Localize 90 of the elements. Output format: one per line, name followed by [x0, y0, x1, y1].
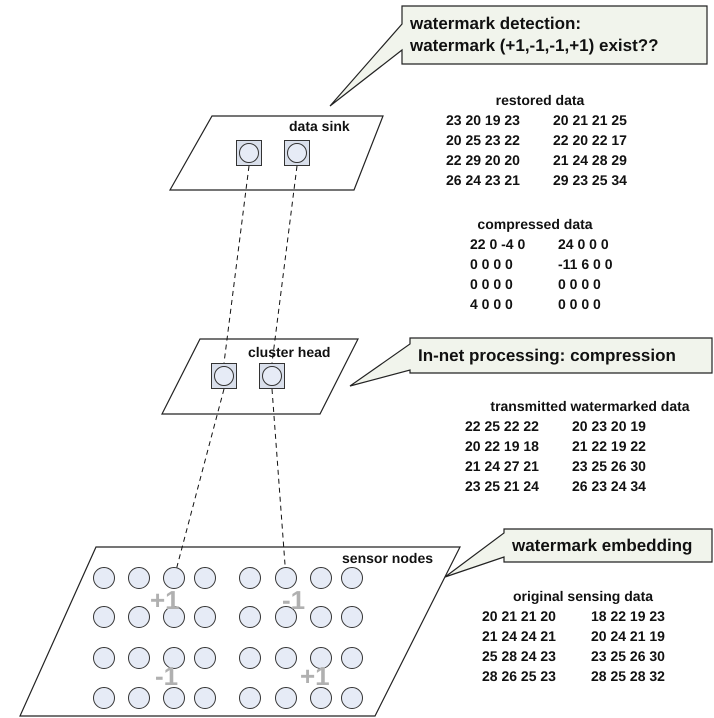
callout-text: watermark (+1,-1,-1,+1) exist?? — [410, 35, 659, 57]
sensor-node — [93, 567, 115, 589]
sensor-node — [128, 567, 150, 589]
data-row: 23 20 19 23 — [446, 112, 520, 128]
callout-text: watermark detection: — [410, 13, 581, 35]
sensor-node — [341, 647, 363, 669]
sensor-node — [128, 606, 150, 628]
data-row: 23 25 26 30 — [591, 648, 665, 664]
dashed-line — [272, 166, 298, 364]
sensor-node — [239, 687, 261, 709]
data-row: 20 23 20 19 — [572, 418, 646, 434]
data-row: 22 25 22 22 — [465, 418, 539, 434]
dashed-line — [224, 166, 250, 364]
sensor-node — [93, 606, 115, 628]
data-row: 18 22 19 23 — [591, 608, 665, 624]
sensor-node — [194, 606, 216, 628]
node-marker — [259, 363, 285, 389]
callout-text: watermark embedding — [512, 534, 692, 556]
sensor-node — [239, 567, 261, 589]
data-row: 25 28 24 23 — [482, 648, 556, 664]
data-row: 0 0 0 0 — [558, 276, 601, 292]
sensor-node — [194, 647, 216, 669]
node-marker — [236, 140, 262, 166]
sensor-node — [194, 687, 216, 709]
sensor-node — [275, 567, 297, 589]
data-row: 21 24 24 21 — [482, 628, 556, 644]
network-plane — [162, 339, 358, 414]
sensor-node — [341, 567, 363, 589]
sensor-node — [128, 687, 150, 709]
sensor-node — [275, 687, 297, 709]
data-row: 24 0 0 0 — [558, 236, 609, 252]
table-heading: compressed data — [477, 216, 593, 232]
data-row: 20 24 21 19 — [591, 628, 665, 644]
data-row: 28 25 28 32 — [591, 668, 665, 684]
data-row: 26 23 24 34 — [572, 478, 646, 494]
sensor-node — [163, 687, 185, 709]
layer-label: data sink — [289, 118, 350, 134]
sensor-node — [128, 647, 150, 669]
data-row: 0 0 0 0 — [470, 276, 513, 292]
data-row: 20 25 23 22 — [446, 132, 520, 148]
data-row: 22 0 -4 0 — [470, 236, 526, 252]
sensor-node — [341, 606, 363, 628]
sensor-node — [341, 687, 363, 709]
sign-mark: +1 — [300, 661, 330, 692]
callout — [445, 529, 712, 577]
data-row: 22 20 22 17 — [553, 132, 627, 148]
sensor-node — [310, 606, 332, 628]
data-row: 20 21 21 25 — [553, 112, 627, 128]
sensor-node — [194, 567, 216, 589]
sign-mark: -1 — [155, 661, 178, 692]
data-row: -11 6 0 0 — [558, 256, 612, 272]
sensor-node — [163, 567, 185, 589]
data-row: 21 22 19 22 — [572, 438, 646, 454]
table-heading: original sensing data — [512, 588, 654, 604]
dashed-line — [176, 388, 224, 568]
sensor-node — [310, 647, 332, 669]
callout — [350, 338, 712, 386]
data-row: 22 29 20 20 — [446, 152, 520, 168]
data-row: 23 25 26 30 — [572, 458, 646, 474]
data-row: 26 24 23 21 — [446, 172, 520, 188]
layer-label: cluster head — [248, 344, 330, 360]
data-row: 20 21 21 20 — [482, 608, 556, 624]
sensor-node — [275, 647, 297, 669]
data-row: 4 0 0 0 — [470, 296, 513, 312]
data-row: 23 25 21 24 — [465, 478, 539, 494]
table-heading: restored data — [496, 92, 584, 108]
sign-mark: -1 — [282, 585, 306, 616]
layer-label: sensor nodes — [342, 550, 434, 566]
data-row: 21 24 28 29 — [553, 152, 627, 168]
sensor-node — [310, 687, 332, 709]
data-row: 20 22 19 18 — [465, 438, 539, 454]
data-row: 28 26 25 23 — [482, 668, 556, 684]
sensor-node — [93, 647, 115, 669]
data-row: 0 0 0 0 — [470, 256, 513, 272]
data-row: 29 23 25 34 — [553, 172, 627, 188]
callout-text: In-net processing: compression — [418, 344, 676, 366]
callout — [330, 6, 707, 106]
sensor-node — [93, 687, 115, 709]
sensor-node — [239, 647, 261, 669]
sensor-node — [239, 606, 261, 628]
network-plane — [170, 116, 383, 190]
sensor-node — [163, 647, 185, 669]
node-marker — [284, 140, 310, 166]
sensor-node — [310, 567, 332, 589]
table-heading: transmitted watermarked data — [490, 398, 690, 414]
sign-mark: +1 — [150, 585, 180, 616]
node-marker — [211, 363, 237, 389]
data-row: 21 24 27 21 — [465, 458, 539, 474]
network-plane — [20, 547, 460, 716]
data-row: 0 0 0 0 — [558, 296, 601, 312]
